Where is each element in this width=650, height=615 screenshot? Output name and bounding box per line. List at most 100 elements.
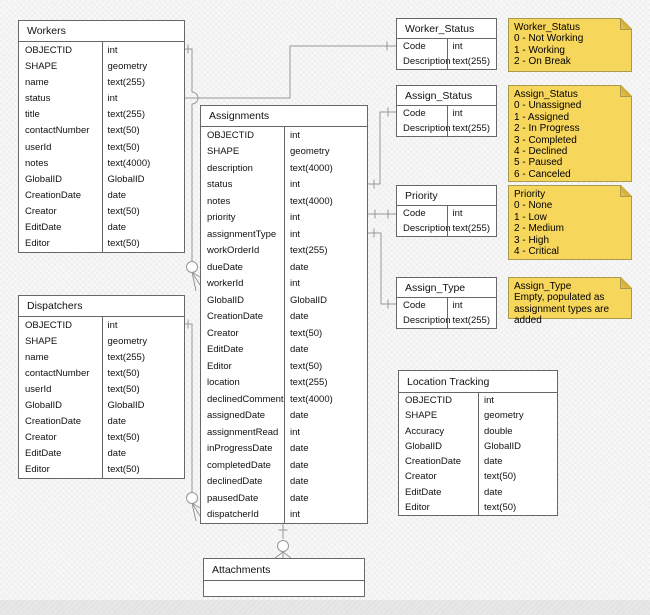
field-type: date bbox=[284, 490, 367, 507]
note-title: Assign_Type bbox=[514, 281, 572, 292]
note-line: 2 - On Break bbox=[514, 56, 571, 68]
note-line: 1 - Working bbox=[514, 44, 565, 56]
note-line: 0 - Unassigned bbox=[514, 100, 582, 112]
empty-row[interactable] bbox=[204, 581, 364, 596]
field-name: GlobalID bbox=[25, 400, 62, 412]
note-line: 6 - Canceled bbox=[514, 168, 571, 180]
connector-assignments-to-attachments[interactable] bbox=[274, 524, 292, 559]
table-attachments[interactable]: Attachments bbox=[203, 558, 365, 597]
field-type: date bbox=[101, 445, 185, 462]
connector-assignments-status-to-assign-status-code[interactable] bbox=[368, 107, 396, 189]
field-type: geometry bbox=[101, 58, 185, 75]
field-name: Accuracy bbox=[405, 425, 445, 437]
connector-assignments-type-to-assign-type-code[interactable] bbox=[368, 228, 396, 309]
connector-dispatchers-objectid-to-assignments-dispatcherid[interactable] bbox=[185, 319, 201, 522]
connector-assignments-priority-to-priority-code[interactable] bbox=[368, 209, 396, 219]
connector-workers-status-to-worker-status-code[interactable] bbox=[185, 41, 396, 99]
connector-workers-objectid-to-assignments-workerid[interactable] bbox=[185, 44, 201, 292]
table-title: Assign_Type bbox=[397, 278, 496, 298]
field-type: GlobalID bbox=[478, 438, 557, 454]
field-type: date bbox=[284, 407, 367, 424]
table-title: Worker_Status bbox=[397, 19, 496, 39]
field-type: int bbox=[446, 298, 497, 313]
